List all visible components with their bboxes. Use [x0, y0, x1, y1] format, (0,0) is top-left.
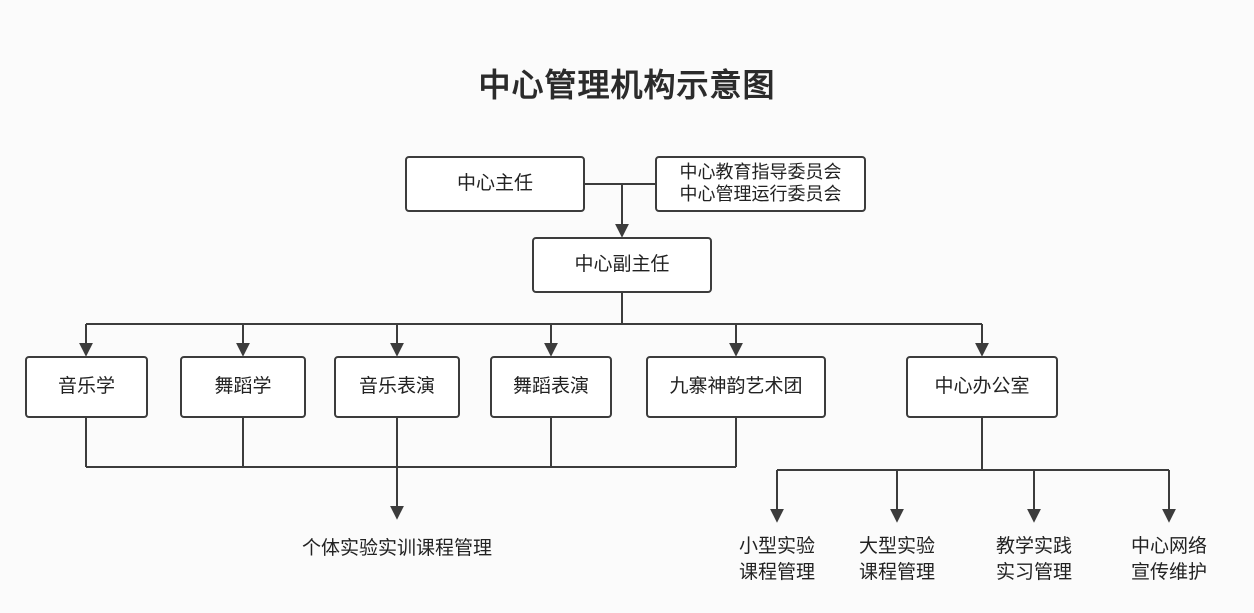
committee-management: 中心管理运行委员会 — [679, 184, 842, 205]
office-task: 大型实验 课程管理 — [837, 534, 957, 585]
office-task-line: 实习管理 — [995, 560, 1072, 583]
node-deputy-director-label: 中心副主任 — [574, 253, 670, 276]
office-task-line: 大型实验 — [858, 535, 935, 557]
office-task-line: 小型实验 — [738, 535, 815, 557]
node-director: 中心主任 — [405, 156, 585, 212]
office-task-line: 教学实践 — [995, 535, 1072, 557]
office-task: 中心网络 宣传维护 — [1109, 534, 1229, 585]
department-label: 音乐表演 — [358, 375, 435, 398]
node-department: 舞蹈学 — [180, 356, 306, 418]
node-office-label: 中心办公室 — [934, 375, 1030, 398]
office-task: 小型实验 课程管理 — [717, 534, 837, 585]
department-label: 九寨神韵艺术团 — [669, 375, 803, 398]
office-task-line: 课程管理 — [858, 560, 935, 583]
node-department: 舞蹈表演 — [490, 356, 612, 418]
node-office: 中心办公室 — [906, 356, 1058, 418]
committee-education: 中心教育指导委员会 — [679, 161, 842, 183]
node-director-label: 中心主任 — [456, 172, 533, 195]
department-label: 舞蹈学 — [214, 375, 272, 398]
office-task-line: 中心网络 — [1130, 535, 1207, 557]
node-deputy-director: 中心副主任 — [532, 237, 712, 293]
node-department: 九寨神韵艺术团 — [646, 356, 826, 418]
office-task: 教学实践 实习管理 — [974, 534, 1094, 585]
node-committees: 中心教育指导委员会 中心管理运行委员会 — [655, 156, 866, 212]
office-task-line: 宣传维护 — [1130, 560, 1207, 583]
department-label: 舞蹈表演 — [512, 375, 589, 398]
department-label: 音乐学 — [57, 375, 115, 398]
diagram-title: 中心管理机构示意图 — [478, 66, 776, 104]
course-management-label: 个体实验实训课程管理 — [301, 537, 492, 559]
office-task-line: 课程管理 — [738, 560, 815, 583]
node-department: 音乐表演 — [334, 356, 460, 418]
node-department: 音乐学 — [25, 356, 148, 418]
